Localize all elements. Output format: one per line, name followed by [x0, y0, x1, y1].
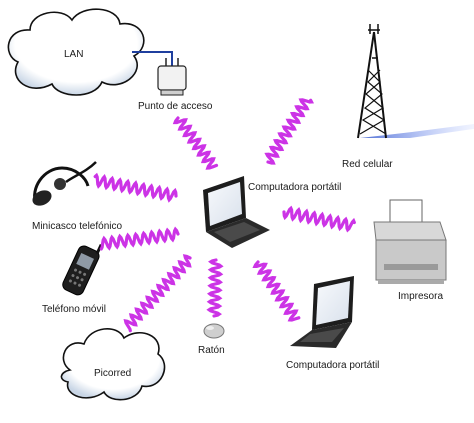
bottom-laptop-label: Computadora portátil — [286, 360, 379, 371]
wave-cell-network-signal — [264, 98, 315, 165]
wave-printer-signal — [282, 205, 356, 233]
mobile-phone-icon — [62, 243, 103, 296]
printer-icon — [373, 199, 447, 284]
lan-cloud-icon — [7, 8, 145, 96]
wave-mouse-signal — [206, 258, 224, 318]
mobile-phone-label: Teléfono móvil — [42, 304, 106, 315]
wave-headset-signal — [93, 172, 178, 203]
piconet-label: Picorred — [94, 368, 131, 379]
mouse-label: Ratón — [198, 345, 225, 356]
piconet-cloud-icon — [60, 328, 166, 401]
wireless-signals — [93, 98, 356, 333]
wave-piconet-signal — [123, 254, 192, 333]
printer-label: Impresora — [398, 291, 443, 302]
center-laptop-icon — [203, 176, 270, 248]
cell-tower-icon — [357, 24, 474, 139]
headset-icon — [32, 161, 97, 206]
access-point-label: Punto de acceso — [138, 101, 213, 112]
wave-mobile-phone-signal — [99, 226, 180, 251]
bottom-laptop-icon — [290, 276, 354, 348]
center-laptop-label: Computadora portátil — [248, 182, 341, 193]
mouse-icon — [203, 323, 225, 339]
cell-network-label: Red celular — [342, 159, 393, 170]
lan-label: LAN — [64, 49, 83, 60]
access-point-icon — [157, 58, 187, 96]
wave-bottom-laptop-signal — [252, 260, 301, 322]
headset-label: Minicasco telefónico — [32, 221, 122, 232]
lan-link-line — [132, 51, 173, 66]
wave-access-point-signal — [172, 116, 219, 170]
